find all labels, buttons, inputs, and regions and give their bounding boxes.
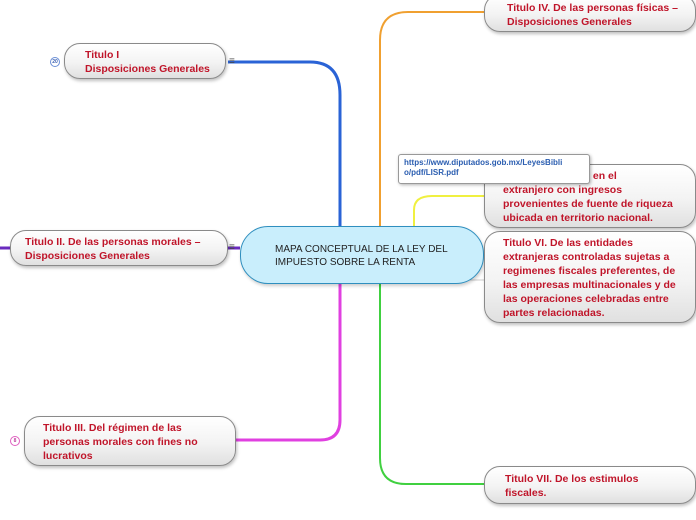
node-titulo3[interactable]: Titulo III. Del régimen de las personas … — [24, 416, 236, 466]
node-titulo1[interactable]: Titulo I Disposiciones Generales — [64, 43, 226, 79]
connector-titulo4 — [379, 11, 484, 226]
node-titulo2[interactable]: Titulo II. De las personas morales – Dis… — [10, 230, 228, 266]
hyperlink-note[interactable]: https://www.diputados.gob.mx/LeyesBibli … — [398, 154, 590, 184]
menu-icon[interactable]: ≡ — [229, 242, 235, 253]
connector-titulo3 — [236, 284, 342, 442]
node-titulo7[interactable]: Titulo VII. De los estimulos fiscales. — [484, 466, 696, 504]
node-titulo4[interactable]: Titulo IV. De las personas físicas – Dis… — [484, 0, 696, 32]
connector-titulo7 — [379, 284, 484, 485]
connector-titulo1 — [228, 60, 342, 236]
attachment-count-badge[interactable]: 8 — [10, 436, 20, 446]
central-topic[interactable]: MAPA CONCEPTUAL DE LA LEY DEL IMPUESTO S… — [240, 226, 484, 284]
attachment-count-badge[interactable]: 20 — [50, 57, 60, 67]
node-titulo6[interactable]: Titulo VI. De las entidades extranjeras … — [484, 231, 696, 323]
connector-titulo5 — [413, 195, 484, 226]
menu-icon[interactable]: ≡ — [229, 56, 235, 67]
